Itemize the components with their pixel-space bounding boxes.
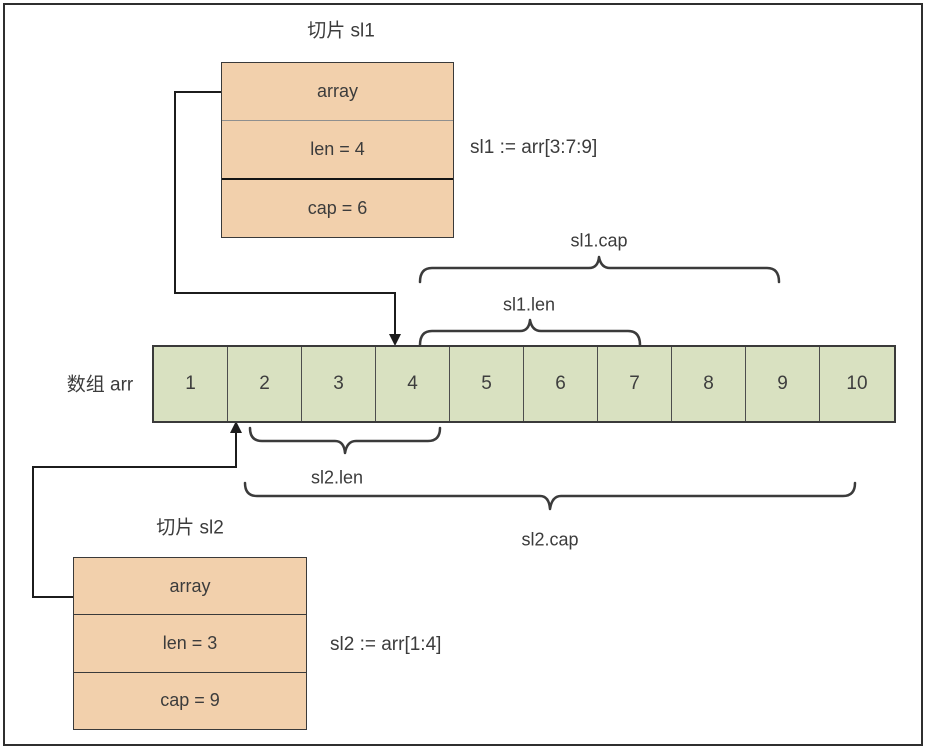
array-arr: 1 2 3 4 5 6 7 8 9 10 xyxy=(152,345,896,423)
sl1-cap-field: cap = 6 xyxy=(307,198,368,218)
array-cell: 1 xyxy=(154,347,228,421)
sl1-cap-label: sl1.cap xyxy=(570,230,628,251)
array-cell: 4 xyxy=(376,347,450,421)
sl2-array-field: array xyxy=(74,558,306,616)
sl1-array-field: array xyxy=(222,63,453,121)
sl1-box: array len = 4 cap = 6 xyxy=(221,62,454,238)
array-cell: 6 xyxy=(524,347,598,421)
array-cell: 7 xyxy=(598,347,672,421)
sl1-len-field: len = 4 xyxy=(222,121,453,180)
sl1-len-label: sl1.len xyxy=(502,294,556,315)
array-cell: 2 xyxy=(228,347,302,421)
sl2-len-field: len = 3 xyxy=(74,615,306,673)
sl2-expression: sl2 := arr[1:4] xyxy=(330,634,442,655)
sl2-len-label: sl2.len xyxy=(310,467,364,488)
sl2-title: 切片 sl2 xyxy=(156,517,224,539)
sl1-expression: sl1 := arr[3:7:9] xyxy=(470,137,598,158)
diagram-border xyxy=(3,3,923,746)
sl2-cap-label: sl2.cap xyxy=(521,529,579,550)
sl2-cap-field: cap = 9 xyxy=(160,690,220,711)
sl1-title: 切片 sl1 xyxy=(307,20,375,42)
array-cell: 10 xyxy=(820,347,894,421)
array-cell: 9 xyxy=(746,347,820,421)
array-cell: 3 xyxy=(302,347,376,421)
array-cell: 8 xyxy=(672,347,746,421)
array-cell: 5 xyxy=(450,347,524,421)
sl2-box: array len = 3 cap = 9 xyxy=(73,557,307,730)
array-label: 数组 arr xyxy=(66,374,134,396)
